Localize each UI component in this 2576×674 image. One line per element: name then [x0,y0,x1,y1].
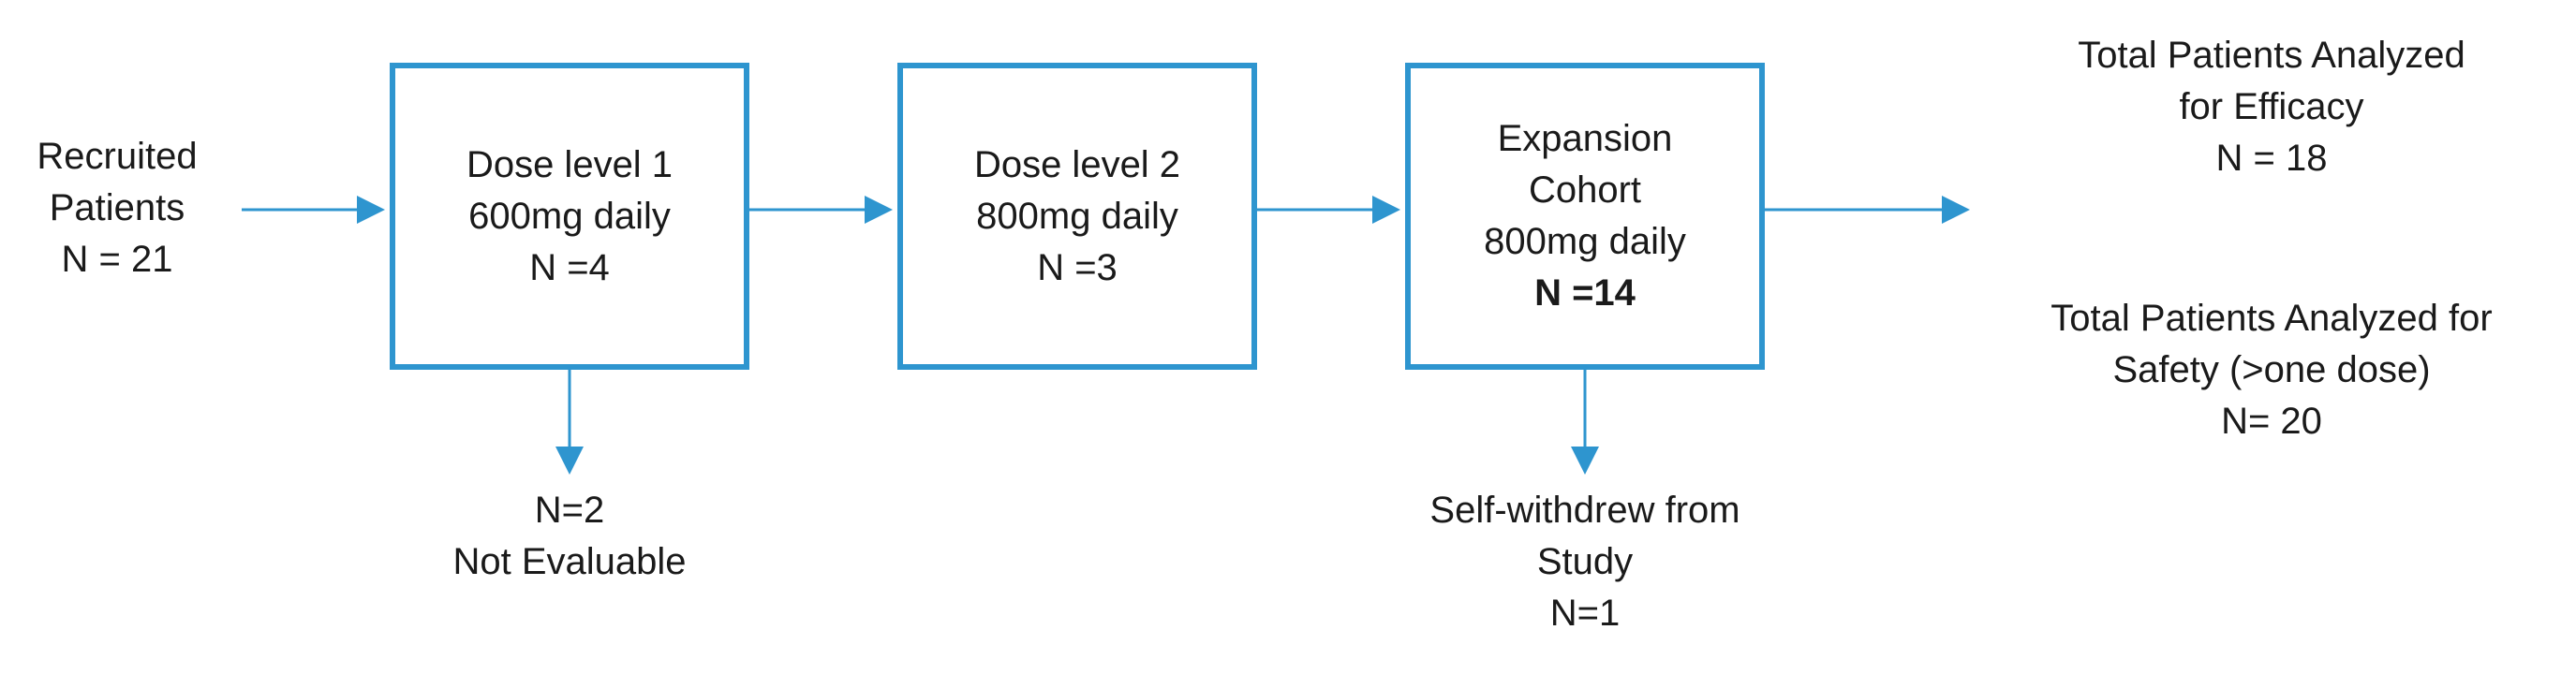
not-evaluable-label: N=2 Not Evaluable [438,485,701,588]
not-evaluable-line-1: N=2 [534,490,605,531]
recruited-line-1: Recruited [37,136,198,177]
safety-total-label: Total Patients Analyzed for Safety (>one… [1972,293,2571,447]
withdrew-line-2: Study [1536,541,1634,582]
expansion-line-4: N =14 [1534,272,1636,314]
efficacy-line-2: for Efficacy [2179,86,2364,127]
efficacy-line-1: Total Patients Analyzed [2078,35,2465,76]
expansion-cohort-box: Expansion Cohort 800mg daily N =14 [1405,63,1765,370]
recruited-line-3: N = 21 [61,239,173,280]
expansion-line-1: Expansion [1497,118,1673,159]
dose-level-2-box: Dose level 2 800mg daily N =3 [897,63,1257,370]
expansion-line-3: 800mg daily [1484,221,1686,262]
recruited-line-2: Patients [49,187,185,228]
dose-level-1-box: Dose level 1 600mg daily N =4 [390,63,749,370]
safety-line-1: Total Patients Analyzed for [2050,298,2493,339]
dose2-line-3: N =3 [1037,246,1118,288]
expansion-line-2: Cohort [1528,169,1642,211]
dose2-line-1: Dose level 2 [973,143,1181,185]
not-evaluable-line-2: Not Evaluable [452,541,687,582]
self-withdrew-label: Self-withdrew from Study N=1 [1379,485,1791,639]
dose2-line-2: 800mg daily [976,195,1178,237]
safety-line-3: N= 20 [2221,401,2322,442]
recruited-patients-label: Recruited Patients N = 21 [9,131,225,286]
dose1-line-3: N =4 [529,246,610,288]
withdrew-line-3: N=1 [1549,593,1621,634]
efficacy-line-3: N = 18 [2215,138,2328,179]
withdrew-line-1: Self-withdrew from [1429,490,1740,531]
efficacy-total-label: Total Patients Analyzed for Efficacy N =… [1972,30,2571,184]
dose1-line-1: Dose level 1 [466,143,674,185]
dose1-line-2: 600mg daily [468,195,671,237]
safety-line-2: Safety (>one dose) [2112,349,2431,390]
